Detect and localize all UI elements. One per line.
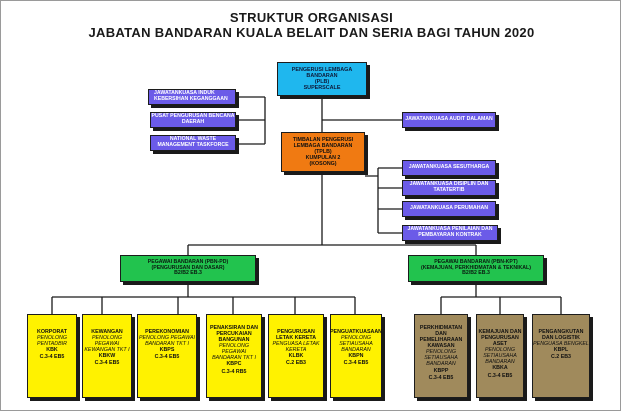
unit-pemeliharaan-kawasan[interactable]: PERKHIDMATAN DAN PEMELIHARAAN KAWASAN PE… xyxy=(414,314,468,398)
unit-grade: C.3-4 EB5 xyxy=(487,372,513,379)
unit-name: PENGURUSAN LETAK KERETA xyxy=(275,329,317,342)
committee-kebersihan[interactable]: JAWATANKUASA INDUK KEBERSIHAN KEGANGGAAN xyxy=(148,89,236,105)
unit-korporat[interactable]: KORPORAT PENOLONG PENTADBIR KBK C.3-4 EB… xyxy=(27,314,77,398)
unit-letak-kereta[interactable]: PENGURUSAN LETAK KERETA PENGUASA LETAK K… xyxy=(268,314,324,398)
committee-label: JAWATANKUASA INDUK KEBERSIHAN KEGANGGAAN xyxy=(154,90,228,102)
unit-perekonomian[interactable]: PEREKONOMIAN PENOLONG PEGAWAI BANDARAN T… xyxy=(137,314,197,398)
committee-label: JAWATANKUASA PERUMAHAN xyxy=(409,205,488,212)
unit-grade: C.2 EB3 xyxy=(285,360,307,367)
committee-label: JAWATANKUASA SESUTHARGA xyxy=(408,164,490,171)
committee-penilaian-kontrak[interactable]: JAWATANKUASA PENILAIAN DAN PEMBAYARAN KO… xyxy=(402,225,498,241)
unit-grade: C.2 EB3 xyxy=(550,354,572,361)
unit-name: PERKHIDMATAN DAN PEMELIHARAAN KAWASAN xyxy=(419,325,463,350)
line-kpt-units xyxy=(440,282,562,314)
plb-line4: SUPERSCALE xyxy=(303,85,341,92)
unit-role: PENGUASA LETAK KERETA xyxy=(272,341,320,354)
unit-name: PENAKSIRAN DAN PERCUKAIAN BANGUNAN xyxy=(210,325,258,344)
unit-grade: C.3-4 EB5 xyxy=(94,360,120,367)
tplb-box[interactable]: TIMBALAN PENGERUSI LEMBAGA BANDARAN (TPL… xyxy=(281,132,365,172)
committee-label: JAWATANKUASA PENILAIAN DAN PEMBAYARAN KO… xyxy=(407,226,493,238)
unit-penaksiran[interactable]: PENAKSIRAN DAN PERCUKAIAN BANGUNAN PENOL… xyxy=(206,314,262,398)
plb-line1: PENGERUSI LEMBAGA xyxy=(291,66,353,73)
unit-code: KLBK xyxy=(288,353,304,360)
unit-code: KBPL xyxy=(553,347,569,354)
plb-line3: (PLB) xyxy=(314,79,330,85)
unit-role: PENOLONG PENTADBIR xyxy=(36,335,68,348)
committee-bencana[interactable]: PUSAT PENGURUSAN BENCANA DAERAH xyxy=(150,112,236,128)
officer-line3: B2/B2 EB.3 xyxy=(462,270,490,277)
unit-role: PENOLONG SETIAUSAHA BANDARAN xyxy=(424,349,458,368)
committee-label: NATIONAL WASTE MANAGEMENT TASKFORCE xyxy=(157,136,229,148)
committee-label: PUSAT PENGURUSAN BENCANA DAERAH xyxy=(151,113,235,125)
line-tplb-officers xyxy=(187,172,477,255)
tplb-line2: LEMBAGA BANDARAN xyxy=(293,142,353,149)
unit-pengangkutan-logistik[interactable]: PENGANGKUTAN DAN LOGISTIK PENGUASA BENGK… xyxy=(532,314,590,398)
unit-role: PENOLONG PEGAWAI BANDARAN TKT I xyxy=(138,335,196,348)
committee-waste-taskforce[interactable]: NATIONAL WASTE MANAGEMENT TASKFORCE xyxy=(150,135,236,151)
tplb-line3: (TPLB) xyxy=(314,148,332,155)
chart-subtitle: JABATAN BANDARAN KUALA BELAIT DAN SERIA … xyxy=(88,25,535,40)
unit-name: PEREKONOMIAN xyxy=(145,329,189,335)
officer-line2: (KEMAJUAN, PERKHIDMATAN & TEKNIKAL) xyxy=(421,264,531,271)
unit-grade: C.3-4 RB5 xyxy=(221,368,247,375)
officer-pbn-kpt[interactable]: PEGAWAI BANDARAN (PBN-KPT) (KEMAJUAN, PE… xyxy=(408,255,544,282)
committee-audit[interactable]: JAWATANKUASA AUDIT DALAMAN xyxy=(402,112,496,128)
unit-role: PENGUASA BENGKEL xyxy=(533,341,589,348)
committee-perumahan[interactable]: JAWATANKUASA PERUMAHAN xyxy=(402,201,496,217)
unit-code: KBPS xyxy=(159,347,175,354)
unit-grade: C.3-4 EB5 xyxy=(154,354,180,361)
officer-line3: B2/B2 EB.3 xyxy=(174,270,202,277)
unit-name: PENGUATKUASAAN xyxy=(330,329,382,335)
unit-pengurusan-aset[interactable]: KEMAJUAN DAN PENGURUSAN ASET PENOLONG SE… xyxy=(476,314,524,398)
tplb-line1: TIMBALAN PENGERUSI xyxy=(292,136,354,143)
unit-role: PENOLONG SETIAUSAHA BANDARAN xyxy=(483,347,517,366)
committee-sesutharga[interactable]: JAWATANKUASA SESUTHARGA xyxy=(402,160,496,176)
committee-label: JAWATANKUASA AUDIT DALAMAN xyxy=(405,116,493,123)
unit-name: KEWANGAN xyxy=(91,329,123,335)
unit-penguatkuasaan[interactable]: PENGUATKUASAAN PENOLONG SETIAUSAHA BANDA… xyxy=(330,314,382,398)
unit-name: KEMAJUAN DAN PENGURUSAN ASET xyxy=(478,329,522,348)
unit-code: KBK xyxy=(46,347,58,354)
line-right-committees xyxy=(365,167,402,234)
unit-name: KORPORAT xyxy=(37,329,67,335)
unit-role: PENOLONG PEGAWAI KEWANGAN TKT I xyxy=(84,335,130,354)
unit-code: KBKW xyxy=(98,353,116,360)
unit-code: KBPP xyxy=(433,367,449,374)
officer-line2: (PENGURUSAN DAN DASAR) xyxy=(151,264,225,271)
unit-grade: C.3-4 EB5 xyxy=(39,354,65,361)
unit-kewangan[interactable]: KEWANGAN PENOLONG PEGAWAI KEWANGAN TKT I… xyxy=(82,314,132,398)
unit-name: PENGANGKUTAN DAN LOGISTIK xyxy=(538,329,584,342)
line-left-committees xyxy=(236,96,266,145)
committee-disiplin[interactable]: JAWATANKUASA DISIPLIN DAN TATATERTIB xyxy=(402,180,496,196)
line-pd-units xyxy=(51,282,356,314)
chart-title: STRUKTUR ORGANISASI xyxy=(229,10,394,25)
plb-line2: BANDARAN xyxy=(306,72,338,79)
tplb-line4: KUMPULAN 2 xyxy=(305,155,341,162)
unit-code: KBKA xyxy=(492,365,508,372)
tplb-line5: (KOSONG) xyxy=(309,161,337,168)
unit-role: PENOLONG PEGAWAI BANDARAN TKT I xyxy=(212,343,256,362)
officer-line1: PEGAWAI BANDARAN (PBN-KPT) xyxy=(434,258,518,265)
officer-pbn-pd[interactable]: PEGAWAI BANDARAN (PBN-PD) (PENGURUSAN DA… xyxy=(120,255,256,282)
unit-code: KBPN xyxy=(348,353,364,360)
unit-code: KBPC xyxy=(226,361,242,368)
officer-line1: PEGAWAI BANDARAN (PBN-PD) xyxy=(147,258,229,265)
unit-grade: C.3-4 EB5 xyxy=(343,360,369,367)
plb-box[interactable]: PENGERUSI LEMBAGA BANDARAN (PLB) SUPERSC… xyxy=(277,62,367,96)
unit-grade: C.3-4 EB5 xyxy=(428,374,454,381)
unit-role: PENOLONG SETIAUSAHA BANDARAN xyxy=(339,335,373,354)
committee-label: JAWATANKUASA DISIPLIN DAN TATATERTIB xyxy=(409,181,489,193)
